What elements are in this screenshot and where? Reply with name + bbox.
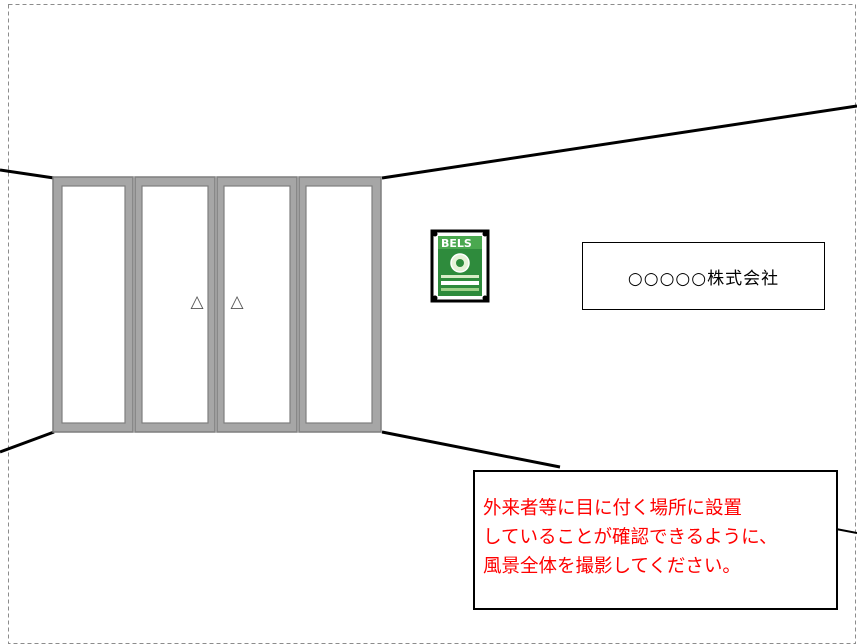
note-line-2: していることが確認できるように、 bbox=[483, 527, 778, 548]
door-glass-2 bbox=[141, 185, 209, 424]
plaque-emblem-core bbox=[456, 259, 464, 267]
floor-line bbox=[381, 430, 561, 469]
plaque-stripe-1 bbox=[441, 275, 479, 278]
door-glass-1 bbox=[61, 185, 126, 424]
plaque-stripe-2 bbox=[441, 281, 479, 285]
door-glass-4 bbox=[305, 185, 373, 424]
left-wall-top-line bbox=[0, 168, 55, 180]
plaque-header bbox=[438, 236, 482, 249]
door-handle-left-icon: △ bbox=[190, 292, 204, 312]
company-sign-text: ○○○○○株式会社 bbox=[627, 268, 780, 289]
instruction-note: 外来者等に目に付く場所に設置 していることが確認できるように、 風景全体を撮影し… bbox=[473, 470, 838, 610]
plaque-stripe-3 bbox=[441, 288, 479, 291]
left-wall-bottom-line bbox=[0, 430, 55, 454]
plaque-bolt-tr bbox=[482, 231, 488, 237]
dashed-frame bbox=[8, 4, 856, 644]
floor-line-tail bbox=[835, 528, 857, 534]
door-glass-3 bbox=[223, 185, 291, 424]
plaque-bolt-tl bbox=[432, 231, 438, 237]
door-handle-right-icon: △ bbox=[230, 292, 244, 312]
bels-plaque: BELS bbox=[430, 229, 490, 303]
plaque-bolt-bl bbox=[432, 295, 438, 301]
plaque-bolt-br bbox=[482, 295, 488, 301]
note-line-1: 外来者等に目に付く場所に設置 bbox=[483, 498, 743, 519]
note-line-3: 風景全体を撮影してください。 bbox=[483, 556, 741, 577]
entrance-doors: △ △ bbox=[52, 176, 382, 433]
plaque-title: BELS bbox=[441, 237, 472, 250]
ceiling-line bbox=[381, 104, 857, 180]
company-sign: ○○○○○株式会社 bbox=[582, 242, 825, 310]
